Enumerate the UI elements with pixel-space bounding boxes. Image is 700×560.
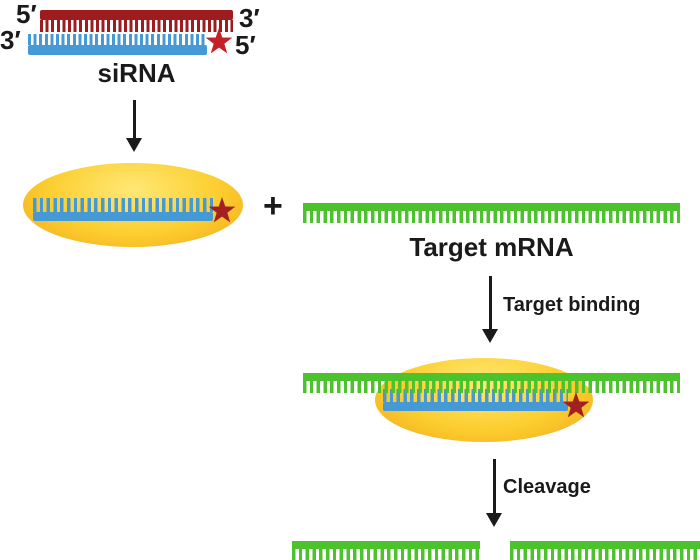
target-binding-label: Target binding <box>503 294 641 316</box>
sirna-label: siRNA <box>97 58 176 88</box>
risc-guide-backbone <box>33 212 213 221</box>
bound-mrna-backbone <box>303 373 680 381</box>
mrna-backbone <box>303 203 680 211</box>
left-fragment-bases <box>292 549 480 560</box>
down-arrow-icon <box>486 459 502 527</box>
bound-guide-backbone <box>383 402 568 411</box>
guide-5prime-label: 5′ <box>235 30 256 60</box>
risc-guide-bases <box>33 198 213 212</box>
guide-backbone <box>28 45 207 55</box>
sirna-passenger-strand <box>40 10 233 32</box>
star-icon <box>562 392 590 420</box>
down-arrow-icon <box>482 276 498 343</box>
bound-mrna-bases <box>303 381 680 393</box>
down-arrow-icon <box>126 100 142 152</box>
guide-3prime-label: 3′ <box>0 25 21 55</box>
target-mrna-label: Target mRNA <box>409 232 574 262</box>
bound-target-mrna-strand <box>303 373 680 393</box>
sense-3prime-label: 3′ <box>239 3 260 33</box>
left-fragment-backbone <box>292 541 480 549</box>
passenger-backbone <box>40 10 233 20</box>
right-fragment-backbone <box>510 541 700 549</box>
cleavage-label: Cleavage <box>503 476 591 498</box>
target-mrna-strand <box>303 203 680 223</box>
guide-bases <box>28 34 207 45</box>
star-icon <box>205 28 233 56</box>
sense-5prime-label: 5′ <box>16 0 37 29</box>
cleaved-mrna-right-fragment <box>510 541 700 560</box>
mrna-bases <box>303 211 680 223</box>
risc-guide-strand <box>33 198 213 221</box>
star-icon <box>208 197 236 225</box>
plus-icon: + <box>263 187 283 225</box>
right-fragment-bases <box>510 549 700 560</box>
sirna-guide-strand <box>28 34 207 55</box>
cleaved-mrna-left-fragment <box>292 541 480 560</box>
passenger-bases <box>40 20 233 32</box>
